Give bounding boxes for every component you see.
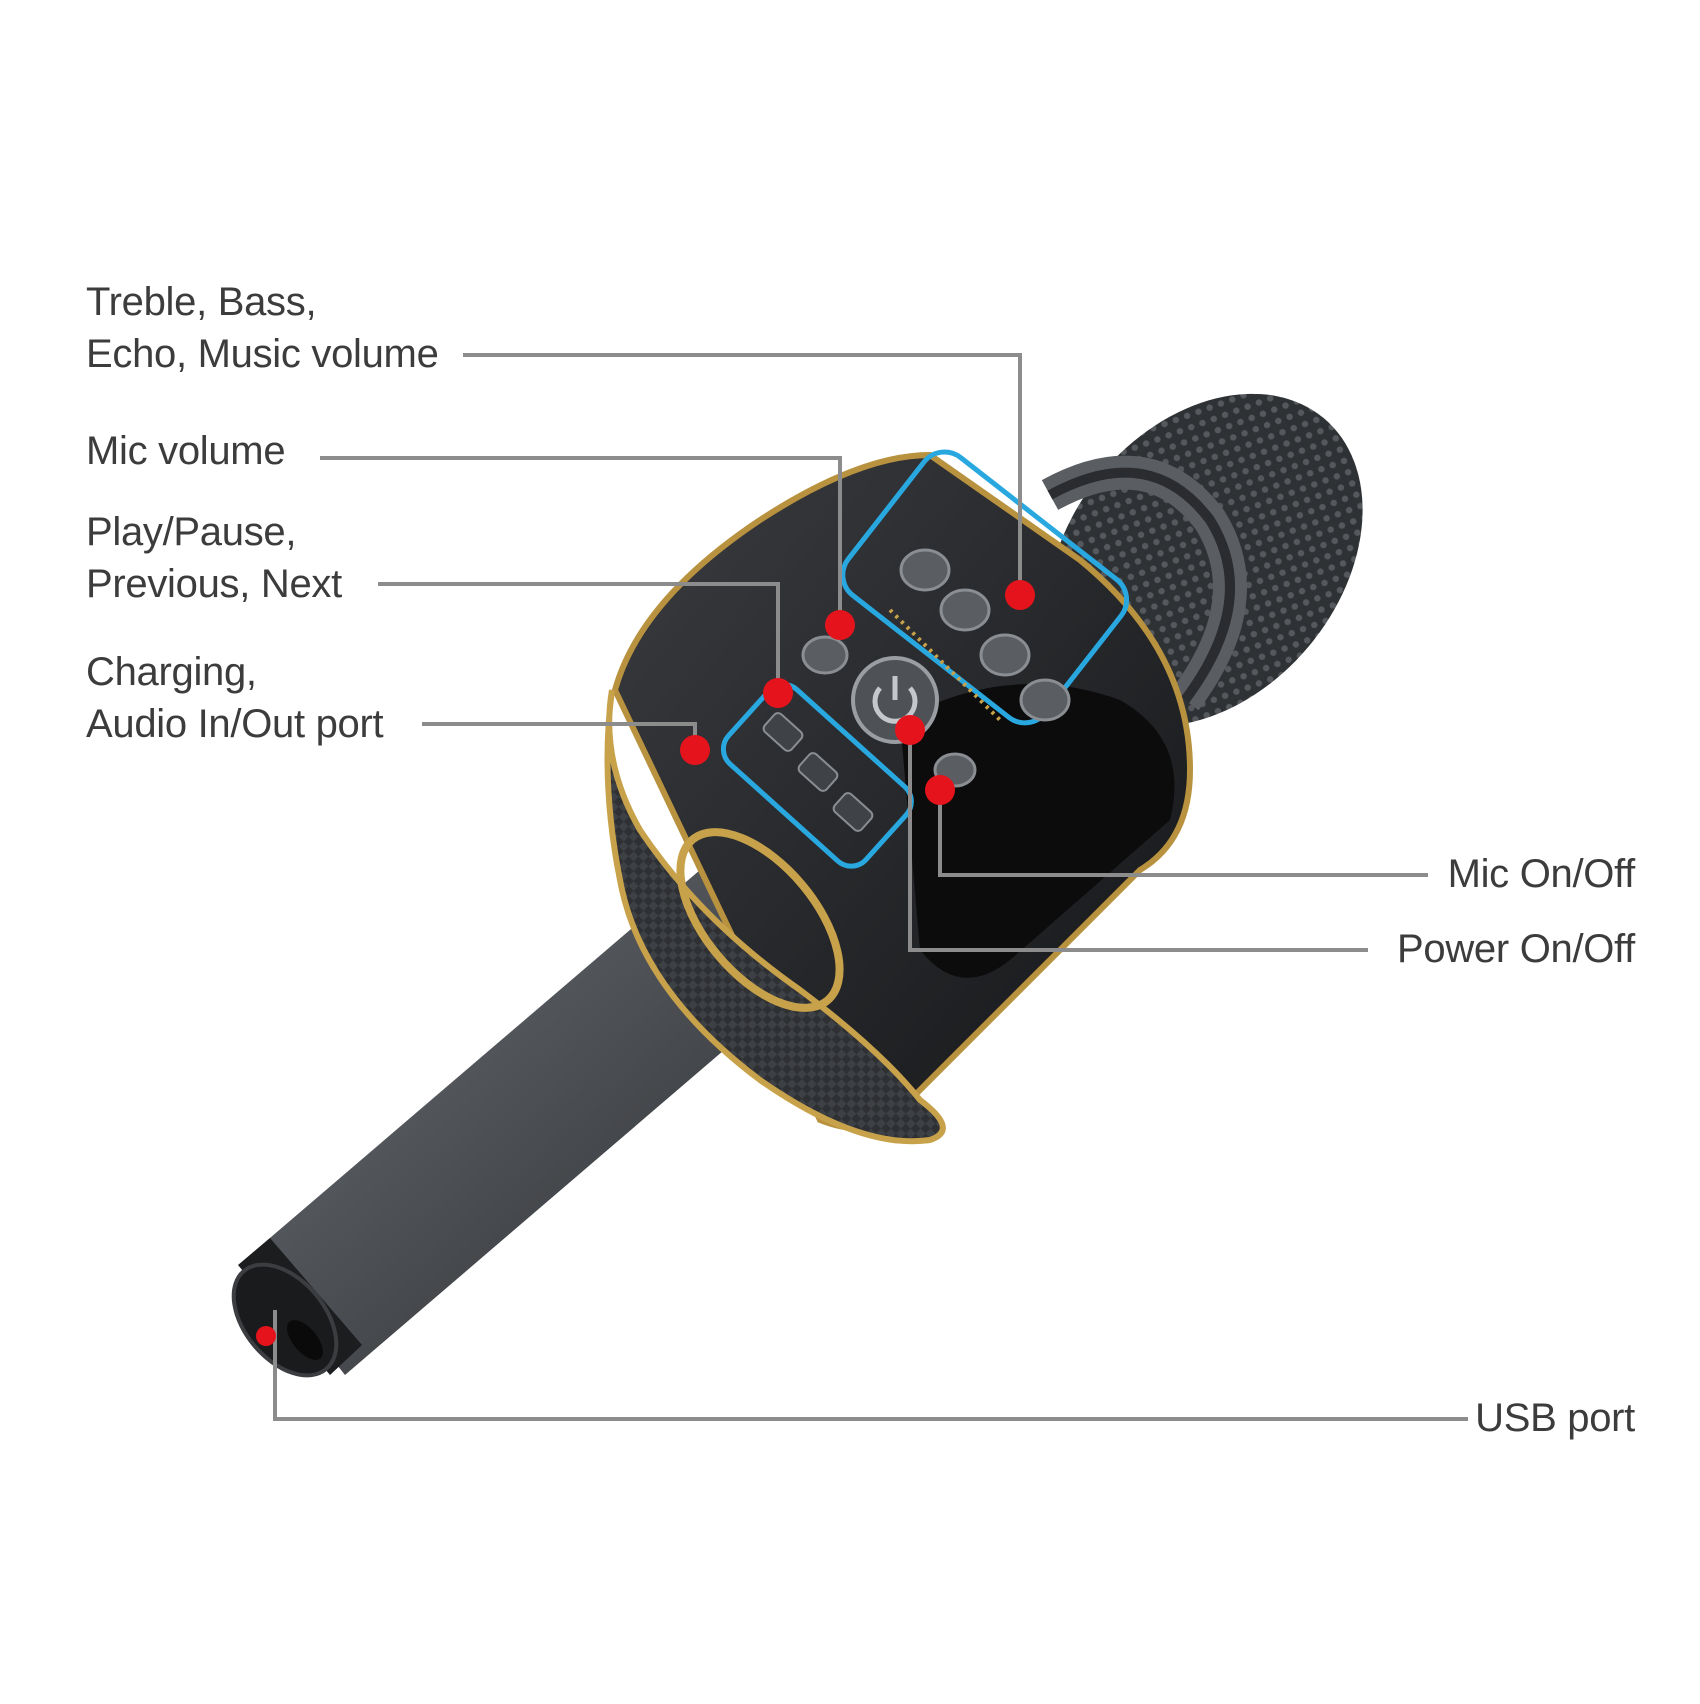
callout-play-pause: Play/Pause, Previous, Next [86, 506, 342, 610]
callout-usb-port: USB port [1475, 1392, 1635, 1444]
marker-mic-on-off [925, 775, 955, 805]
marker-treble-bass [1005, 580, 1035, 610]
bass-button[interactable] [941, 590, 989, 630]
treble-button[interactable] [901, 550, 949, 590]
echo-button[interactable] [981, 635, 1029, 675]
callout-mic-on-off: Mic On/Off [1448, 848, 1635, 900]
callout-line: Previous, Next [86, 558, 342, 610]
marker-play-pause [763, 678, 793, 708]
callout-line: Treble, Bass, [86, 276, 439, 328]
marker-usb-port [256, 1326, 276, 1346]
callout-line: Play/Pause, [86, 506, 342, 558]
callout-line: Mic On/Off [1448, 848, 1635, 900]
callout-charging: Charging, Audio In/Out port [86, 646, 383, 750]
callout-line: Audio In/Out port [86, 698, 383, 750]
music-volume-button[interactable] [1021, 680, 1069, 720]
marker-charging [680, 735, 710, 765]
marker-mic-volume [825, 610, 855, 640]
callout-line: USB port [1475, 1392, 1635, 1444]
callout-mic-volume: Mic volume [86, 425, 285, 477]
callout-line: Echo, Music volume [86, 328, 439, 380]
marker-power-on-off [895, 715, 925, 745]
mic-volume-button[interactable] [803, 637, 847, 673]
callout-line: Charging, [86, 646, 383, 698]
callout-line: Power On/Off [1397, 923, 1635, 975]
callout-line: Mic volume [86, 425, 285, 477]
callout-power-on-off: Power On/Off [1397, 923, 1635, 975]
callout-treble-bass-echo: Treble, Bass, Echo, Music volume [86, 276, 439, 380]
leader-usb-port [275, 1310, 1468, 1419]
